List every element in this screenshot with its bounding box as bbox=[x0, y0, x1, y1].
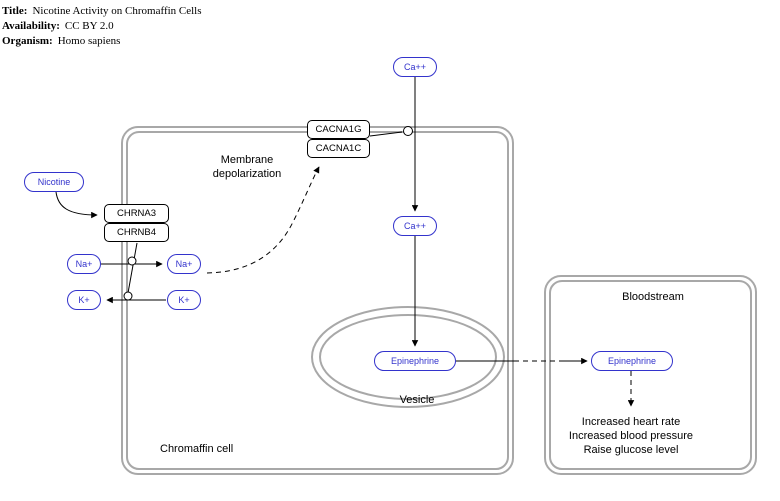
node-na-extracellular[interactable]: Na+ bbox=[67, 254, 101, 274]
edge-depolarization-to-channel bbox=[206, 166, 320, 274]
header-availability-row: Availability: CC BY 2.0 bbox=[2, 19, 202, 34]
node-k-intracellular[interactable]: K+ bbox=[167, 290, 201, 310]
node-ca-extracellular[interactable]: Ca++ bbox=[393, 57, 437, 77]
epinephrine-effects-label: Increased heart rate Increased blood pre… bbox=[556, 415, 706, 457]
node-epinephrine-blood[interactable]: Epinephrine bbox=[591, 351, 673, 371]
edge-cacna-channel bbox=[369, 131, 403, 137]
node-nicotine[interactable]: Nicotine bbox=[24, 172, 84, 192]
organism-label: Organism: bbox=[2, 35, 53, 47]
bloodstream-label: Bloodstream bbox=[622, 291, 684, 303]
receptor-gate-anchors bbox=[123, 242, 138, 301]
pathway-header: Title: Nicotine Activity on Chromaffin Ce… bbox=[2, 4, 202, 49]
chromaffin-cell-label: Chromaffin cell bbox=[160, 443, 234, 455]
vesicle-compartment bbox=[311, 306, 505, 408]
vesicle-label: Vesicle bbox=[399, 394, 435, 406]
gate-anchor-icon bbox=[123, 291, 133, 301]
channel-anchor-icon bbox=[403, 126, 413, 136]
edge-nicotine-to-receptor bbox=[55, 191, 98, 219]
gate-anchor-icon bbox=[127, 256, 137, 266]
membrane-depolarization-line1: Membrane bbox=[220, 154, 274, 166]
node-cacna1g[interactable]: CACNA1G bbox=[307, 120, 370, 139]
node-cacna1c[interactable]: CACNA1C bbox=[307, 139, 370, 158]
effect-line2: Increased blood pressure bbox=[568, 430, 694, 442]
node-chrna3[interactable]: CHRNA3 bbox=[104, 204, 169, 223]
effect-line3: Raise glucose level bbox=[583, 444, 679, 456]
header-title-row: Title: Nicotine Activity on Chromaffin Ce… bbox=[2, 4, 202, 19]
node-epinephrine-vesicle[interactable]: Epinephrine bbox=[374, 351, 456, 371]
effect-line1: Increased heart rate bbox=[581, 416, 681, 428]
availability-value: CC BY 2.0 bbox=[64, 20, 114, 32]
node-k-extracellular[interactable]: K+ bbox=[67, 290, 101, 310]
membrane-depolarization-label: Membrane depolarization bbox=[188, 153, 306, 181]
header-organism-row: Organism: Homo sapiens bbox=[2, 34, 202, 49]
availability-label: Availability: bbox=[2, 20, 60, 32]
bloodstream-compartment bbox=[544, 275, 757, 475]
membrane-depolarization-line2: depolarization bbox=[212, 168, 282, 180]
title-value: Nicotine Activity on Chromaffin Cells bbox=[32, 5, 202, 17]
node-ca-intracellular[interactable]: Ca++ bbox=[393, 216, 437, 236]
node-na-intracellular[interactable]: Na+ bbox=[167, 254, 201, 274]
organism-value: Homo sapiens bbox=[57, 35, 121, 47]
title-label: Title: bbox=[2, 5, 28, 17]
node-chrnb4[interactable]: CHRNB4 bbox=[104, 223, 169, 242]
